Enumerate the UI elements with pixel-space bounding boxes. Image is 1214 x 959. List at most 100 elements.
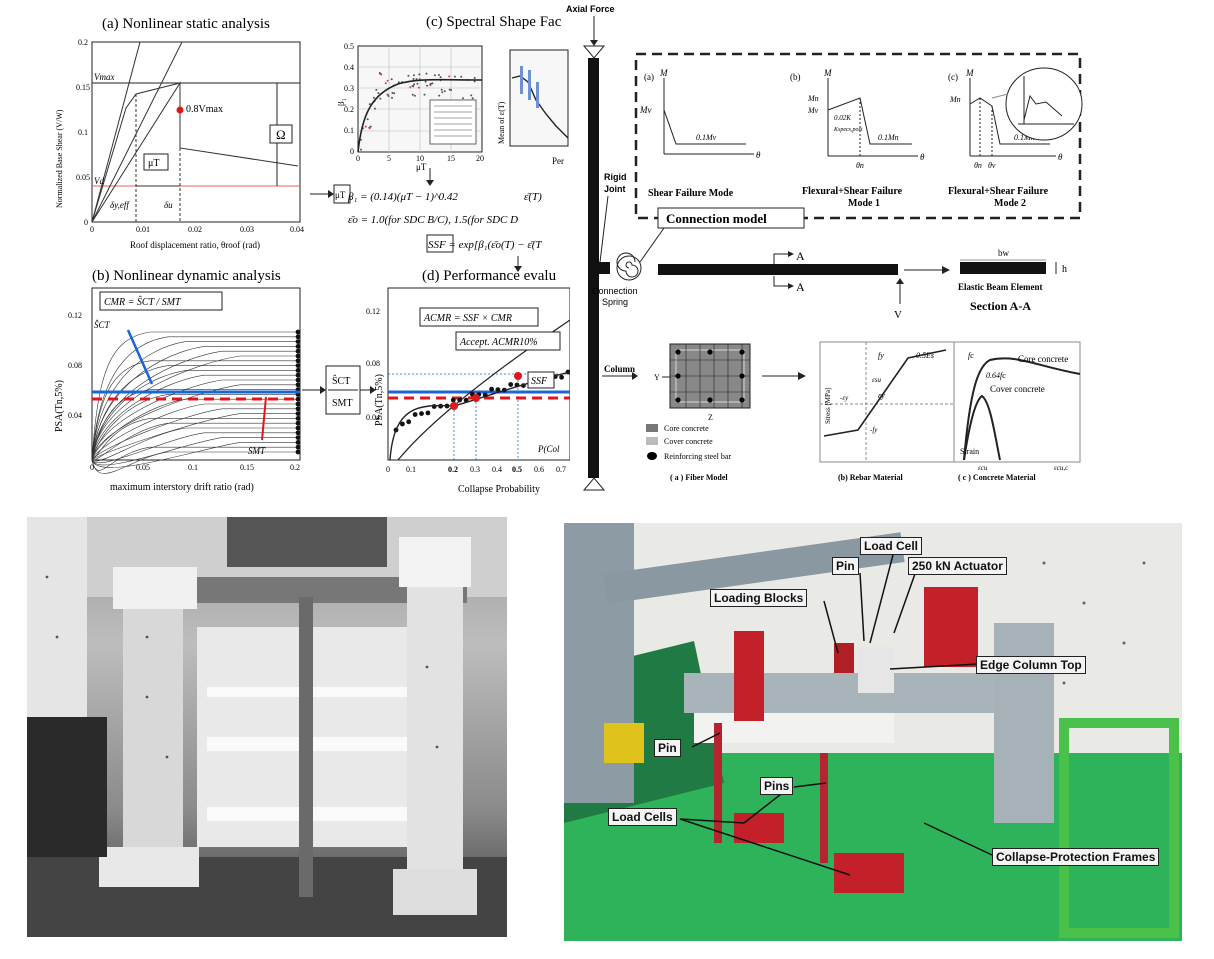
arrow-ratio: ŜCT SMT xyxy=(302,365,376,415)
figure-c-ytick-4: 0.4 xyxy=(344,63,354,72)
ssf-scatter-point xyxy=(375,88,378,91)
concrete-ecu: εcu xyxy=(978,464,988,472)
figure-a-mu: μT xyxy=(148,158,159,169)
figure-a-du: δu xyxy=(164,200,173,210)
ida-endpoint xyxy=(295,348,301,354)
ida-endpoint xyxy=(295,329,301,335)
connection-sub-a: (a) M Mv 0.1Mv θ Shear Failure Mode xyxy=(639,68,761,199)
fiber-model: Y Z Core concrete Cover concrete Reinfor… xyxy=(646,343,751,482)
concrete-fc: fc xyxy=(968,351,974,360)
figure-b-xtick-4: 0.2 xyxy=(290,463,300,472)
figure-c-xtick-2: 10 xyxy=(416,154,424,163)
ssf-scatter-point xyxy=(391,96,393,99)
model-rigid-joint-2: Joint xyxy=(604,184,626,194)
ida-endpoint xyxy=(295,435,301,440)
sub-c-m: M xyxy=(965,68,974,78)
photo-right-drawing xyxy=(564,523,1182,941)
ssf-scatter-point xyxy=(417,86,420,89)
ssf-scatter-point xyxy=(426,84,429,87)
sub-b-theta: θ xyxy=(920,152,925,162)
ida-curve xyxy=(91,408,298,461)
figure-a-pushover: (a) Nonlinear static analysis 0.8Vmax Ω … xyxy=(55,16,304,250)
concrete-fc2: 0.64fc xyxy=(986,371,1006,380)
sub-c-caption-2: Mode 2 xyxy=(994,198,1026,209)
figure-d-xtick-2: 0.2 xyxy=(448,465,458,474)
ssf-scatter-point xyxy=(413,83,416,86)
photo-right-test-setup: Load Cell Pin 250 kN Actuator Loading Bl… xyxy=(564,523,1182,941)
label-edge-column-top: Edge Column Top xyxy=(976,656,1086,674)
figure-d-acmr: ACMR = SSF × CMR xyxy=(423,313,512,324)
ssf-scatter-point xyxy=(374,107,376,110)
ida-endpoint xyxy=(295,420,301,426)
figure-a-xtick-1: 0.01 xyxy=(136,225,150,234)
ssf-scatter-point xyxy=(438,94,441,97)
photo-left-specimen xyxy=(27,517,507,937)
ida-curve xyxy=(91,422,298,461)
fiber-caption: ( a ) Fiber Model xyxy=(670,473,728,482)
figure-a-xtick-2: 0.02 xyxy=(188,225,202,234)
ida-endpoint xyxy=(295,444,301,450)
sub-a-caption: Shear Failure Mode xyxy=(648,188,734,199)
figure-b-ylabel: PSA(Tn,5%) xyxy=(54,380,65,432)
figure-d-xtick-0: 0 xyxy=(386,465,390,474)
model-elastic-beam xyxy=(960,262,1046,274)
ida-endpoint xyxy=(295,440,301,445)
rebar-minus-fy: -fy xyxy=(870,426,878,434)
figure-c-eq2: ε̄o = 1.0(for SDC B/C), 1.5(for SDC D xyxy=(348,214,518,226)
model-section-aa: Section A-A xyxy=(970,299,1031,313)
sub-a-mv01: 0.1Mv xyxy=(696,133,717,142)
sub-b-k2: Kspecs,post xyxy=(833,127,863,133)
fragility-point xyxy=(431,404,437,409)
ssf-scatter-point xyxy=(411,84,414,87)
model-v: V xyxy=(894,309,902,321)
figure-c-title: (c) Spectral Shape Fac xyxy=(426,14,562,30)
figure-a-xtick-4: 0.04 xyxy=(290,225,304,234)
figure-d-xtick-5: 0.5 xyxy=(512,465,522,474)
ssf-scatter-point xyxy=(368,127,371,130)
fragility-point xyxy=(495,387,501,392)
ida-endpoint xyxy=(295,406,301,412)
ssf-scatter-point xyxy=(364,125,367,128)
figure-c-inset-xlabel: Per xyxy=(552,156,564,166)
ssf-scatter-point xyxy=(369,125,372,128)
figure-a-point xyxy=(176,106,184,114)
figure-a-ytick-3: 0.15 xyxy=(76,83,90,92)
figure-d-ytick-0: 0.04 xyxy=(366,413,380,422)
figure-a-vmax: Vmax xyxy=(94,72,115,82)
ida-curve xyxy=(91,394,298,461)
figure-b-xtick-0: 0 xyxy=(90,463,94,472)
arrow-ratio-bottom: SMT xyxy=(332,398,353,409)
ssf-scatter-point xyxy=(379,97,382,100)
rebar-slope: 0.5Es xyxy=(916,351,934,360)
figure-c-ytick-3: 0.3 xyxy=(344,84,354,93)
ida-endpoint xyxy=(295,377,301,383)
label-load-cell: Load Cell xyxy=(860,537,923,555)
fragility-point xyxy=(412,412,418,417)
ida-endpoint xyxy=(295,334,301,340)
ida-endpoint xyxy=(295,396,301,402)
ida-endpoint xyxy=(295,344,301,349)
figure-d-xlabel: Collapse Probability xyxy=(458,484,540,495)
ssf-scatter-point xyxy=(413,74,415,77)
rebar-minus-ey: -εy xyxy=(840,394,849,402)
label-loading-blocks: Loading Blocks xyxy=(710,589,808,607)
figure-a-ytick-2: 0.1 xyxy=(78,128,88,137)
figure-c-xtick-0: 0 xyxy=(356,154,360,163)
ssf-scatter-point xyxy=(360,148,362,151)
rebar-eu: εsu xyxy=(872,376,881,384)
ida-endpoint xyxy=(295,425,301,431)
ssf-scatter-point xyxy=(431,82,434,85)
model-beam xyxy=(658,264,898,275)
ssf-scatter-point xyxy=(409,86,412,89)
figure-d-ytick-2: 0.12 xyxy=(366,307,380,316)
sub-b-thetan: θn xyxy=(856,161,864,170)
figure-a-xlabel: Roof displacement ratio, θroof (rad) xyxy=(130,240,260,250)
arrow-ratio-top: ŜCT xyxy=(332,375,350,387)
model-elastic-beam-label: Elastic Beam Element xyxy=(958,282,1043,292)
arrow-mu-label: μT xyxy=(335,190,346,200)
figure-c-ytick-2: 0.2 xyxy=(344,105,354,114)
concrete-cover: Cover concrete xyxy=(990,384,1045,394)
rebar-fy: fy xyxy=(878,351,884,360)
sub-b-caption-1: Flexural+Shear Failure xyxy=(802,186,903,197)
ida-curve xyxy=(91,389,298,461)
